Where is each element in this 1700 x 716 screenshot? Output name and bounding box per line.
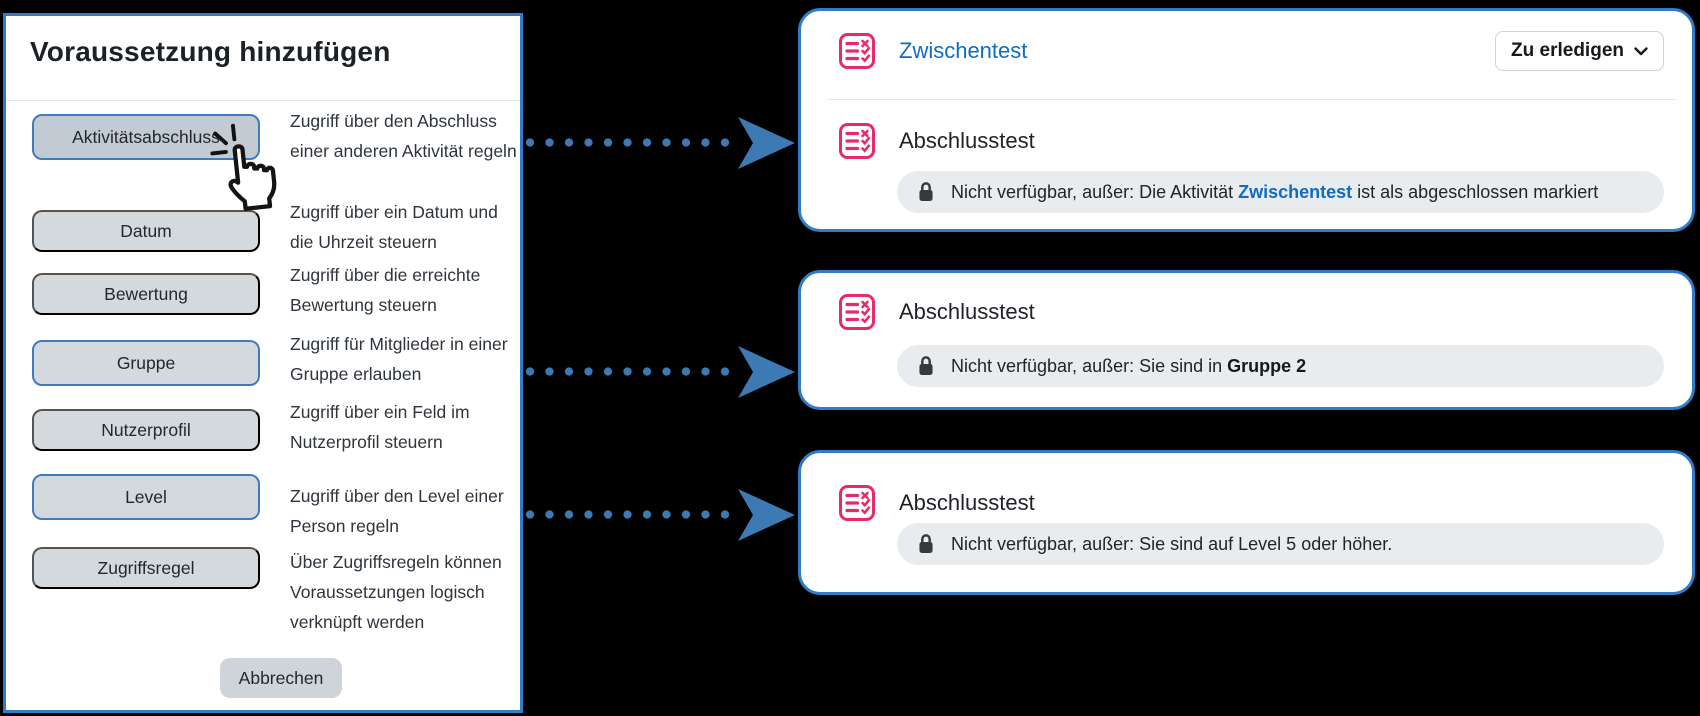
restriction-pill: Nicht verfügbar, außer: Die Aktivität Zw… <box>897 171 1664 213</box>
divider <box>827 99 1676 100</box>
restriction-description-group: Zugriff für Mitglieder in einer Gruppe e… <box>290 334 508 384</box>
chevron-down-icon <box>1634 46 1648 55</box>
restriction-description-activity-completion: Zugriff über den Abschluss einer anderen… <box>290 111 517 161</box>
restriction-activity-highlight: Zwischentest <box>1238 181 1353 202</box>
activity-row: Abschlusstest <box>837 483 1035 523</box>
arrow-head-icon <box>738 117 795 169</box>
completion-status-label: Zu erledigen <box>1511 40 1624 61</box>
activity-card-completion-example: Zwischentest Zu erledigen Abschlusstest <box>798 8 1695 232</box>
activity-card-group-example: Abschlusstest Nicht verfügbar, außer: Si… <box>798 270 1695 410</box>
lock-icon <box>919 534 933 553</box>
dialog-title: Voraussetzung hinzufügen <box>30 36 391 67</box>
quiz-icon <box>839 294 875 330</box>
restriction-button-grade[interactable]: Bewertung <box>32 273 260 315</box>
restriction-pill: Nicht verfügbar, außer: Sie sind in Grup… <box>897 345 1664 387</box>
quiz-icon <box>839 123 875 159</box>
restriction-description-level: Zugriff über den Level einer Person rege… <box>290 486 504 536</box>
restriction-button-level[interactable]: Level <box>32 474 260 520</box>
restriction-button-date[interactable]: Datum <box>32 210 260 252</box>
quiz-icon <box>839 33 875 69</box>
activity-row: Abschlusstest <box>837 121 1035 161</box>
activity-link-abschlusstest[interactable]: Abschlusstest <box>899 128 1035 153</box>
restriction-button-user-profile[interactable]: Nutzerprofil <box>32 409 260 451</box>
activity-link-abschlusstest[interactable]: Abschlusstest <box>899 490 1035 515</box>
restriction-button-activity-completion[interactable]: Aktivitätsabschluss <box>32 114 260 160</box>
activity-card-level-example: Abschlusstest Nicht verfügbar, außer: Si… <box>798 450 1695 595</box>
restriction-text: Nicht verfügbar, außer: Die Aktivität Zw… <box>951 181 1599 202</box>
restriction-button-access-rule[interactable]: Zugriffsregel <box>32 547 260 589</box>
cancel-button[interactable]: Abbrechen <box>220 658 342 698</box>
restriction-pill: Nicht verfügbar, außer: Sie sind auf Lev… <box>897 523 1664 565</box>
restriction-text: Nicht verfügbar, außer: Sie sind in Grup… <box>951 355 1307 376</box>
lock-icon <box>919 356 933 375</box>
activity-row: Abschlusstest <box>837 292 1035 332</box>
divider <box>6 100 520 101</box>
activity-row: Zwischentest <box>837 31 1027 71</box>
restriction-button-group[interactable]: Gruppe <box>32 340 260 386</box>
arrow-head-icon <box>738 489 795 541</box>
completion-status-button[interactable]: Zu erledigen <box>1495 31 1664 71</box>
restriction-text: Nicht verfügbar, außer: Sie sind auf Lev… <box>951 533 1393 554</box>
restriction-description-date: Zugriff über ein Datum und die Uhrzeit s… <box>290 202 498 252</box>
arrow-head-icon <box>738 346 795 398</box>
restriction-description-user-profile: Zugriff über ein Feld im Nutzerprofil st… <box>290 402 470 452</box>
quiz-icon <box>839 485 875 521</box>
lock-icon <box>919 182 933 201</box>
restriction-group-highlight: Gruppe 2 <box>1227 355 1307 376</box>
restriction-description-access-rule: Über Zugriffsregeln können Voraussetzung… <box>290 552 502 632</box>
add-restriction-dialog: Voraussetzung hinzufügen Aktivitätsabsch… <box>3 13 523 713</box>
restriction-description-grade: Zugriff über die erreichte Bewertung ste… <box>290 265 481 315</box>
click-hand-cursor-icon <box>210 123 277 211</box>
activity-link-zwischentest[interactable]: Zwischentest <box>899 38 1028 63</box>
activity-link-abschlusstest[interactable]: Abschlusstest <box>899 299 1035 324</box>
